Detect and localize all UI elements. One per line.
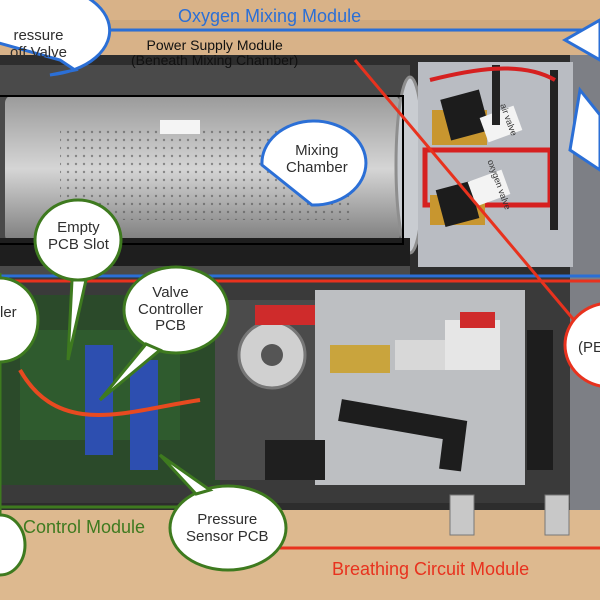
valve-controller-label: Valve Controller PCB [138, 284, 204, 335]
empty-pcb-slot-bracket [85, 345, 113, 455]
power-supply-line-1: Power Supply Module [146, 37, 283, 53]
oxygen-valve-sticker [467, 169, 511, 207]
outlet-connector-right [544, 494, 570, 536]
empty-pcb-line-2: PCB Slot [48, 235, 109, 253]
right-pe-label: (PE [578, 339, 600, 356]
mixing-chamber-label: Mixing Chamber [286, 142, 348, 176]
pressure-sensor-line-2: Sensor PCB [186, 527, 269, 545]
mixing-chamber-bubble [260, 119, 368, 207]
mixing-chamber-line-1: Mixing [295, 142, 339, 159]
power-supply-outline [0, 95, 404, 245]
pressure-valve-line-2: off Valve [10, 43, 67, 61]
pressure-sensor-label: Pressure Sensor PCB [186, 511, 269, 545]
valve-controller-bubble [122, 265, 230, 355]
pressure-valve-line-1: ressure [13, 27, 64, 44]
power-supply-label: Power Supply Module (Beneath Mixing Cham… [131, 37, 299, 69]
pressure-valve-bubble [0, 0, 112, 77]
valve-controller-line-2: Controller [138, 300, 204, 318]
pressure-valve-label: ressure off Valve [10, 27, 67, 61]
air-valve-sticker [479, 105, 523, 143]
power-supply-line-2: (Beneath Mixing Chamber) [131, 52, 299, 69]
left-controller-bubble [0, 276, 40, 364]
left-controller-label: ler [0, 304, 17, 321]
empty-pcb-line-1: Empty [57, 219, 100, 236]
breathing-circuit-module-label: Breathing Circuit Module [332, 559, 530, 579]
valve-controller-line-3: PCB [155, 317, 186, 334]
right-pe-bubble [563, 302, 600, 388]
pressure-sensor-bubble [168, 484, 288, 572]
pressure-sensor-line-1: Pressure [197, 511, 258, 528]
valve-controller-bracket [130, 360, 158, 470]
oxygen-mixing-module-label: Oxygen Mixing Module [178, 6, 362, 26]
mixing-chamber-line-2: Chamber [286, 158, 348, 176]
air-valve-body [440, 89, 490, 141]
empty-pcb-label: Empty PCB Slot [48, 219, 109, 253]
control-module-label: Control Module [23, 517, 146, 537]
valve-controller-line-1: Valve [152, 284, 189, 301]
outlet-connector-left [449, 494, 475, 536]
